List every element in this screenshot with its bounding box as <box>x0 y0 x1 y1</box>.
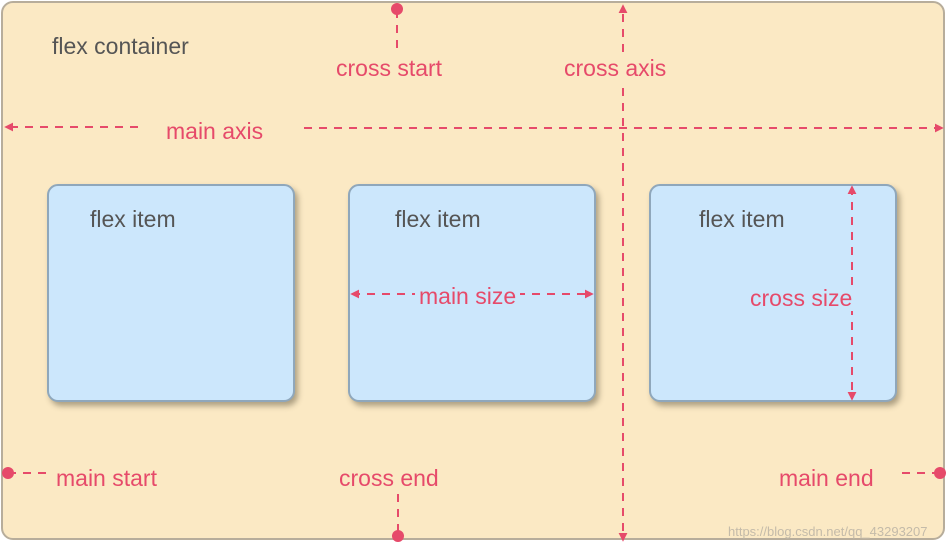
cross-size-label: cross size <box>746 285 857 311</box>
main-size-label: main size <box>415 283 521 309</box>
main-end-label: main end <box>779 465 874 491</box>
flex-item-1 <box>47 184 295 402</box>
flex-item-3-label: flex item <box>699 206 785 232</box>
cross-start-label: cross start <box>336 55 443 81</box>
cross-end-label: cross end <box>339 465 439 491</box>
main-start-label: main start <box>56 465 157 491</box>
cross-axis-label: cross axis <box>564 55 667 81</box>
flex-item-2-label: flex item <box>395 206 481 232</box>
main-axis-label: main axis <box>166 118 264 144</box>
flex-item-1-label: flex item <box>90 206 176 232</box>
flex-container-label: flex container <box>52 33 189 59</box>
watermark: https://blog.csdn.net/qq_43293207 <box>728 524 928 539</box>
